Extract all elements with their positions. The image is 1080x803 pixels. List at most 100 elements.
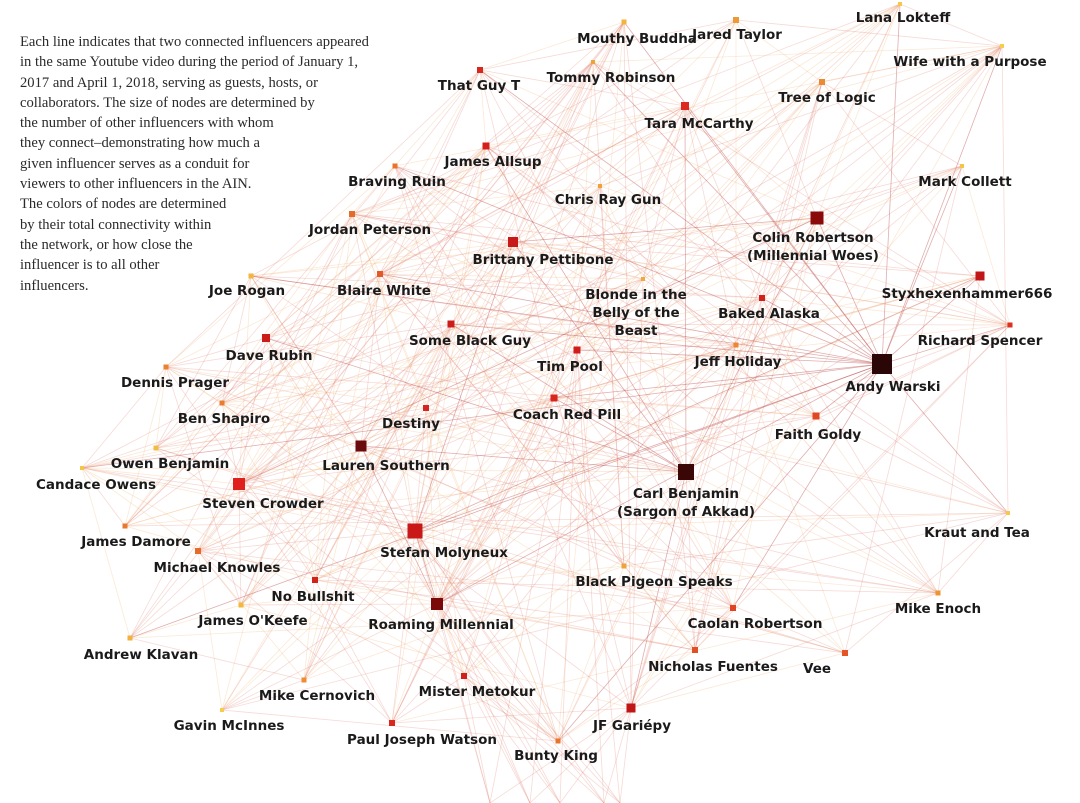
label-destiny: Destiny <box>382 416 440 432</box>
node-nicholas-fuentes <box>692 647 698 653</box>
edge <box>576 349 734 609</box>
edge <box>129 607 734 639</box>
node-styxhexenhammer666 <box>975 271 985 281</box>
edge <box>314 579 696 651</box>
edge <box>592 61 625 567</box>
edge <box>623 512 1009 567</box>
edge <box>197 213 353 552</box>
caption-line: collaborators. The size of nodes are det… <box>20 94 315 111</box>
edge <box>238 69 481 485</box>
edge <box>425 61 594 409</box>
edge <box>815 324 1011 417</box>
edge <box>238 415 817 485</box>
edge <box>81 363 883 469</box>
edge <box>303 145 487 681</box>
edge <box>485 145 734 609</box>
edge <box>303 530 416 681</box>
edge <box>512 61 594 243</box>
edge <box>129 278 644 639</box>
edge <box>197 397 555 552</box>
edge <box>436 603 605 803</box>
caption-line: the network, or how close the <box>20 236 193 253</box>
edge <box>623 21 883 365</box>
edge <box>221 402 632 709</box>
node-andrew-klavan <box>127 635 133 641</box>
edge <box>450 323 1011 326</box>
edge <box>414 275 981 532</box>
edge <box>360 445 939 594</box>
edge <box>630 278 644 709</box>
edge <box>694 81 823 651</box>
edge <box>816 45 1003 219</box>
edge <box>881 165 963 365</box>
edge <box>240 603 438 606</box>
caption-line: 2017 and April 1, 2018, serving as guest… <box>20 74 318 91</box>
edge <box>479 69 686 107</box>
edge <box>394 165 1011 326</box>
edge <box>124 512 1009 527</box>
edge <box>197 550 223 711</box>
edge <box>124 344 737 527</box>
edge <box>436 45 1003 605</box>
edge <box>553 397 817 417</box>
edge <box>450 323 846 654</box>
edge <box>553 363 883 399</box>
edge <box>221 679 305 711</box>
edge <box>436 603 465 677</box>
edge <box>221 324 1011 404</box>
node-richard-spencer <box>1007 322 1013 328</box>
edge <box>685 165 963 473</box>
node-jared-taylor <box>733 17 739 23</box>
edge <box>642 278 1009 514</box>
edge <box>576 61 594 351</box>
label-tommy-robinson: Tommy Robinson <box>547 70 676 86</box>
edge <box>221 402 362 447</box>
label-colin-robertson-millennial-woes: Colin Robertson(Millennial Woes) <box>747 230 879 264</box>
edge <box>221 241 514 711</box>
edge <box>221 344 737 711</box>
edge <box>221 165 963 404</box>
label-coach-red-pill: Coach Red Pill <box>513 407 621 423</box>
edge <box>436 278 644 605</box>
edge <box>463 675 621 803</box>
edge <box>238 297 763 485</box>
label-roaming-millennial: Roaming Millennial <box>368 617 514 633</box>
edge <box>463 675 605 803</box>
edge <box>463 675 531 803</box>
edge <box>379 273 817 417</box>
edge <box>360 445 438 605</box>
edge <box>351 213 559 742</box>
edge <box>303 323 452 681</box>
edge <box>436 241 514 605</box>
edge <box>512 241 981 277</box>
node-mike-enoch <box>935 590 941 596</box>
edge <box>529 707 632 803</box>
edge <box>553 397 1009 514</box>
edge <box>303 21 625 681</box>
edge <box>391 19 737 724</box>
edge <box>576 45 1003 351</box>
edge <box>197 165 396 552</box>
edge <box>414 530 846 654</box>
edge <box>391 707 632 724</box>
edge <box>221 402 687 473</box>
label-lana-lokteff: Lana Lokteff <box>856 10 952 26</box>
edge <box>240 323 452 606</box>
edge <box>761 297 883 365</box>
edge <box>81 467 687 473</box>
node-blonde-in-the-belly-of-the-beast <box>641 277 645 281</box>
edge <box>165 366 242 606</box>
edge <box>221 323 452 711</box>
edge <box>360 273 381 447</box>
label-joe-rogan: Joe Rogan <box>208 283 285 299</box>
edge <box>238 275 252 485</box>
edge <box>394 165 632 709</box>
edge <box>155 366 167 449</box>
edge <box>391 45 1003 724</box>
edge <box>450 105 686 325</box>
edge <box>619 707 632 803</box>
edge <box>599 45 1003 187</box>
edge <box>165 323 452 368</box>
edge <box>155 447 559 742</box>
edge <box>360 3 901 447</box>
